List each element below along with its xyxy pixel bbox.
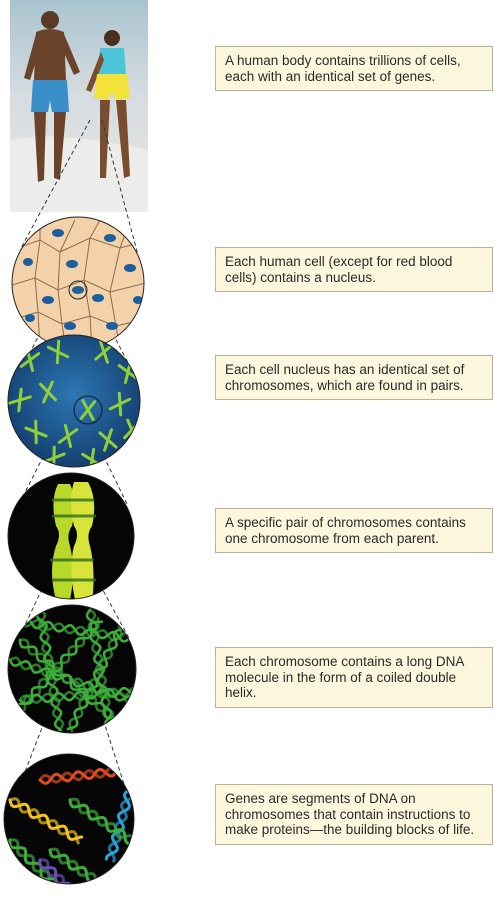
caption-body: A human body contains trillions of cells… [215,46,493,91]
caption-nucleus: Each cell nucleus has an identical set o… [215,355,493,400]
chromosome-pair-circle [8,473,134,604]
caption-chromosome-pair: A specific pair of chromosomes contains … [215,508,493,553]
couple-photo [10,0,148,212]
cells-circle [12,217,150,350]
caption-cell: Each human cell (except for red blood ce… [215,247,493,292]
dna-coil-circle [8,605,150,742]
nucleus-circle [8,335,140,471]
genes-circle [4,754,134,901]
caption-genes: Genes are segments of DNA on chromosomes… [215,784,493,845]
caption-dna: Each chromosome contains a long DNA mole… [215,647,493,708]
